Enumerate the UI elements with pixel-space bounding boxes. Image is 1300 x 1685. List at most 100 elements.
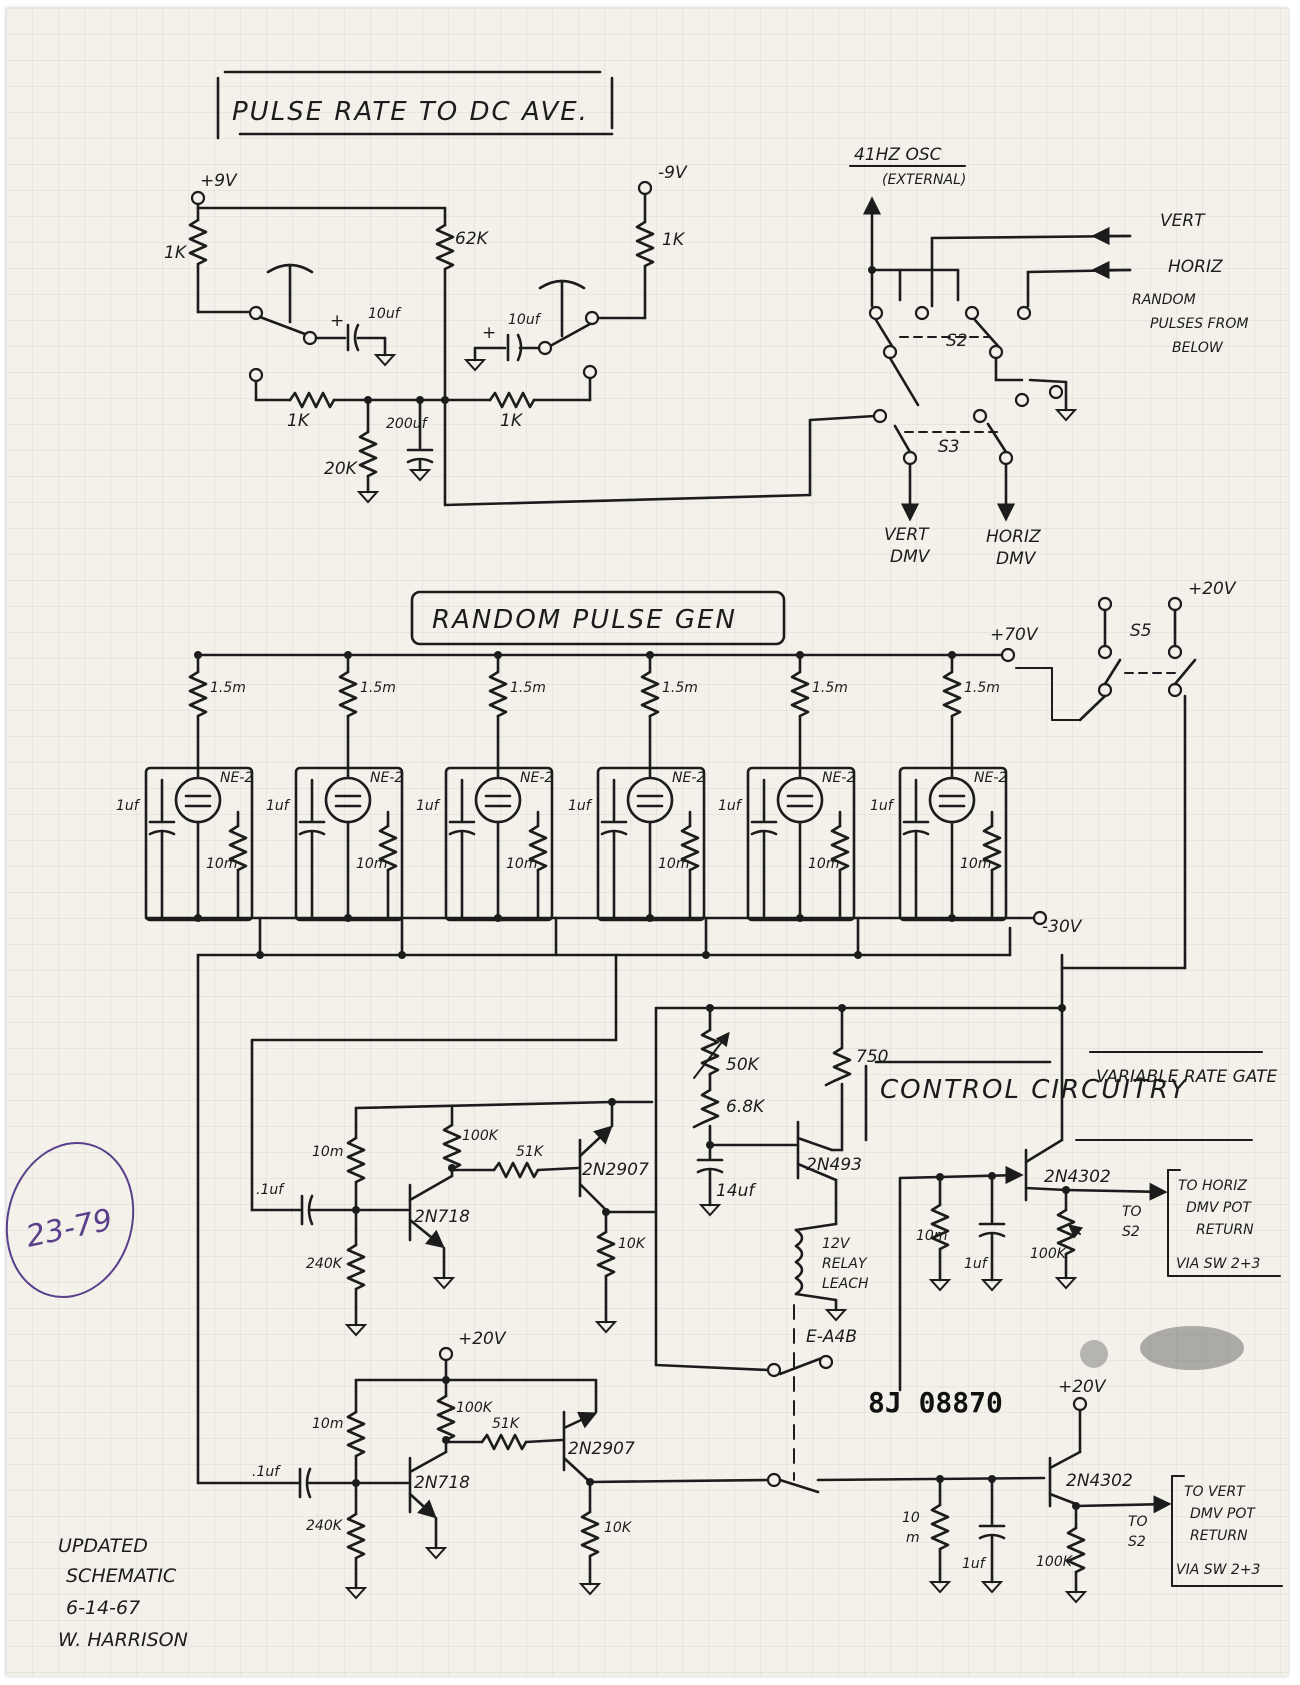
plus9v-label: +9V xyxy=(200,171,238,191)
to-vert-2: DMV POT xyxy=(1190,1506,1256,1522)
relay-part-label: E-A4B xyxy=(806,1327,857,1347)
cap-1uf-label: 1uf xyxy=(266,798,291,814)
relay-label-3: LEACH xyxy=(822,1276,869,1292)
ne2-label: NE-2 xyxy=(672,770,705,786)
cap-1uf-label: 1uf xyxy=(116,798,141,814)
ink-stamp: 8J 08870 xyxy=(868,1326,1244,1419)
resistor-1-5m-label: 1.5m xyxy=(510,680,546,696)
r10m-b-label: 10m xyxy=(312,1416,343,1432)
resistor-1-5m-label: 1.5m xyxy=(360,680,396,696)
catalog-number: 23-79 xyxy=(23,1202,116,1254)
q2n2907-a-label: 2N2907 xyxy=(582,1160,649,1180)
catalog-mark: 23-79 xyxy=(5,1141,135,1299)
q2n718-a-label: 2N718 xyxy=(414,1207,470,1227)
cap-1uf-label: 1uf xyxy=(416,798,441,814)
random-note-1: RANDOM xyxy=(1132,292,1196,308)
resistor-10m xyxy=(378,824,398,872)
random-pulse-title: RANDOM PULSE GEN xyxy=(432,605,737,635)
cap-1uf-label: 1uf xyxy=(718,798,743,814)
switching-section: 41HZ OSC (EXTERNAL) VERT HORIZ RANDOM PU… xyxy=(849,145,1248,569)
variable-gate-title-1: VARIABLE RATE GATE xyxy=(1096,1067,1278,1087)
bleed-10m-label: 10m xyxy=(506,856,537,872)
random-note-3: BELOW xyxy=(1172,340,1224,356)
random-note-2: PULSES FROM xyxy=(1150,316,1248,332)
minus9v-label: -9V xyxy=(658,163,688,183)
update-line-3: 6-14-67 xyxy=(66,1597,140,1619)
r100k-gate-a-label: 100K xyxy=(1030,1246,1068,1262)
resistor-1-5m xyxy=(188,670,208,718)
ne2-tube xyxy=(776,776,824,824)
r1k-right-label: 1K xyxy=(662,230,686,250)
resistor-1-5m xyxy=(942,670,962,718)
c1uf-a-label: .1uf xyxy=(256,1182,285,1198)
r51k-a-label: 51K xyxy=(516,1144,545,1160)
resistor-1-5m-label: 1.5m xyxy=(812,680,848,696)
c1uf-gate-b-label: 1uf xyxy=(962,1556,987,1572)
r10m-a-label: 10m xyxy=(312,1144,343,1160)
resistor-1-5m xyxy=(488,670,508,718)
osc-sub-label: (EXTERNAL) xyxy=(882,172,966,188)
resistor-10m xyxy=(982,824,1002,872)
resistor-10m xyxy=(680,824,700,872)
resistor-10m xyxy=(228,824,248,872)
r1k-bottom-right-label: 1K xyxy=(500,411,524,431)
update-line-1: UPDATED xyxy=(58,1535,148,1557)
to-vert-4: VIA SW 2+3 xyxy=(1176,1562,1260,1578)
r68k-label: 6.8K xyxy=(726,1097,766,1117)
r750-label: 750 xyxy=(856,1047,888,1067)
ne2-label: NE-2 xyxy=(822,770,855,786)
resistor-62k xyxy=(435,223,455,271)
r10m-gate-a-label: 10m xyxy=(916,1228,947,1244)
control-section: CONTROL CIRCUITRY VARIABLE RATE GATE 10m… xyxy=(196,953,1283,1604)
r240k-b-label: 240K xyxy=(306,1518,344,1534)
pulse-rate-section: PULSE RATE TO DC AVE. +9V 1K 62K + 10uf … xyxy=(164,70,877,507)
horiz-dmv-1: HORIZ xyxy=(986,527,1041,547)
to-horiz-1: TO HORIZ xyxy=(1178,1178,1247,1194)
vert-dmv-1: VERT xyxy=(884,525,930,545)
ne2-label: NE-2 xyxy=(520,770,553,786)
svg-text:+: + xyxy=(330,311,344,331)
to-s2-b-2: S2 xyxy=(1128,1534,1146,1550)
cap10-left-label: 10uf xyxy=(368,306,402,322)
to-s2-b-1: TO xyxy=(1128,1514,1148,1530)
r51k-b-label: 51K xyxy=(492,1416,521,1432)
bleed-10m-label: 10m xyxy=(808,856,839,872)
r1k-bottom-left-label: 1K xyxy=(287,411,311,431)
r10k-b-label: 10K xyxy=(604,1520,633,1536)
resistor-1k-bottom-right xyxy=(488,391,536,409)
minus9v-terminal xyxy=(637,180,653,196)
r100k-a-label: 100K xyxy=(462,1128,500,1144)
plus20v-c-label: +20V xyxy=(1058,1377,1107,1397)
to-horiz-3: RETURN xyxy=(1196,1222,1254,1238)
ne2-tube xyxy=(928,776,976,824)
ne2-tube xyxy=(174,776,222,824)
ne2-label: NE-2 xyxy=(220,770,253,786)
vert-input-label: VERT xyxy=(1160,211,1206,231)
svg-text:+: + xyxy=(482,323,496,343)
cap-1uf-label: 1uf xyxy=(568,798,593,814)
resistor-1k-bottom-left xyxy=(288,391,336,409)
s3-label: S3 xyxy=(938,437,960,457)
r62k-label: 62K xyxy=(455,229,490,249)
update-line-4: W. HARRISON xyxy=(58,1629,188,1651)
resistor-1-5m-label: 1.5m xyxy=(210,680,246,696)
plus70v-terminal xyxy=(1000,647,1016,663)
random-pulse-section: RANDOM PULSE GEN +70V S5 +20V 1.5mNE-21u… xyxy=(116,579,1237,1485)
c1uf-gate-a-label: 1uf xyxy=(964,1256,989,1272)
resistor-1-5m xyxy=(640,670,660,718)
plus20v-b-label: +20V xyxy=(458,1329,507,1349)
graph-paper-sheet xyxy=(6,8,1288,1676)
c14uf-label: 14uf xyxy=(716,1181,757,1201)
bleed-10m-label: 10m xyxy=(658,856,689,872)
horiz-dmv-2: DMV xyxy=(996,549,1037,569)
bleed-10m-label: 10m xyxy=(356,856,387,872)
resistor-20k xyxy=(358,430,378,478)
c1uf-b-label: .1uf xyxy=(252,1464,281,1480)
q2n2907-b-label: 2N2907 xyxy=(568,1439,635,1459)
r50k-label: 50K xyxy=(726,1055,761,1075)
r10k-a-label: 10K xyxy=(618,1236,647,1252)
